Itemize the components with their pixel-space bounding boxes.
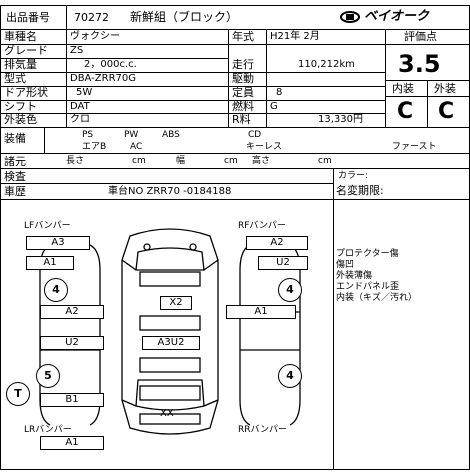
mark-left-rear-wheel: 5 bbox=[36, 364, 60, 388]
capacity-label: 定員 bbox=[232, 86, 254, 99]
equipment-label: 装備 bbox=[4, 132, 26, 145]
mark-lr-bumper: A1 bbox=[40, 436, 104, 450]
evaluation-label: 評価点 bbox=[404, 30, 437, 43]
auction-title: 新鮮組（ブロック） bbox=[130, 10, 239, 24]
equipment-keyless: キーレス bbox=[246, 142, 283, 152]
name-change-label: 名変期限: bbox=[336, 184, 384, 197]
equipment-ac: AC bbox=[130, 142, 143, 152]
mark-left-rear-door: U2 bbox=[40, 336, 104, 350]
fuel-label: 燃料 bbox=[232, 100, 254, 113]
lr-bumper-label: LRバンパー bbox=[24, 425, 72, 435]
car-color-label: カラー: bbox=[338, 171, 369, 181]
mark-roof: X2 bbox=[160, 296, 192, 310]
height-label: 高さ bbox=[252, 156, 271, 166]
equipment-ps: PS bbox=[82, 130, 94, 140]
mileage-value: 110,212km bbox=[298, 59, 355, 70]
inspection-label: 検査 bbox=[4, 170, 26, 183]
chassis-number: 車台NO ZRR70 -0184188 bbox=[108, 186, 232, 197]
equipment-pw: PW bbox=[124, 130, 139, 140]
evaluation-score: 3.5 bbox=[398, 50, 441, 78]
capacity-value: 8 bbox=[276, 87, 283, 98]
grade-label: グレード bbox=[4, 44, 48, 57]
width-unit: cm bbox=[224, 156, 238, 166]
shift-label: シフト bbox=[4, 100, 37, 113]
year-value: H21年 2月 bbox=[270, 31, 320, 42]
width-label: 幅 bbox=[176, 156, 186, 166]
displacement-label: 排気量 bbox=[4, 58, 37, 71]
grade-value: ZS bbox=[70, 45, 84, 56]
displacement-value: 2，000c.c. bbox=[84, 59, 137, 70]
dimensions-label: 諸元 bbox=[4, 155, 26, 168]
doors-label: ドア形状 bbox=[4, 86, 48, 99]
rf-bumper-label: RFバンパー bbox=[238, 221, 286, 231]
note-line-2: 傷凹 bbox=[336, 260, 355, 270]
interior-grade: C bbox=[397, 99, 414, 124]
mark-left-rear-corner: T bbox=[6, 382, 30, 406]
mark-lf-bumper: A3 bbox=[26, 236, 90, 250]
mark-right-front-wheel: 4 bbox=[278, 278, 302, 302]
mark-rf-bumper: A2 bbox=[246, 236, 308, 250]
exterior-label: 外装 bbox=[434, 82, 456, 95]
mark-right-front-fender: U2 bbox=[258, 256, 308, 270]
interior-label: 内装 bbox=[392, 82, 414, 95]
shift-value: DAT bbox=[70, 101, 90, 112]
note-line-5: 内装（キズ／汚れ） bbox=[336, 293, 418, 303]
mark-right-front-door: A1 bbox=[226, 305, 296, 319]
mark-center: A3U2 bbox=[142, 336, 200, 350]
mark-right-rear-wheel: 4 bbox=[278, 364, 302, 388]
equipment-airbag: エアB bbox=[82, 142, 107, 152]
height-unit: cm bbox=[318, 156, 332, 166]
type-value: DBA-ZRR70G bbox=[70, 73, 137, 84]
type-label: 型式 bbox=[4, 72, 26, 85]
mark-left-front-fender: A1 bbox=[26, 256, 74, 270]
exterior-grade: C bbox=[438, 99, 455, 124]
mark-left-front-wheel: 4 bbox=[44, 278, 68, 302]
note-line-3: 外装薄傷 bbox=[336, 271, 373, 281]
r-fee-value: 13,330円 bbox=[318, 114, 363, 125]
mark-left-quarter: B1 bbox=[40, 393, 104, 407]
history-label: 車歴 bbox=[4, 185, 26, 198]
rr-bumper-label: RRバンパー bbox=[238, 425, 287, 435]
mark-rear: XX bbox=[160, 408, 174, 419]
equipment-first: ファースト bbox=[392, 142, 437, 152]
color-value: クロ bbox=[70, 114, 90, 125]
model-value: ヴォクシー bbox=[70, 31, 120, 42]
year-label: 年式 bbox=[232, 30, 254, 43]
mark-left-front-door: A2 bbox=[40, 305, 104, 319]
length-label: 長さ bbox=[66, 156, 85, 166]
mileage-label: 走行 bbox=[232, 58, 254, 71]
drive-label: 駆動 bbox=[232, 72, 254, 85]
r-fee-label: R料 bbox=[232, 113, 251, 126]
doors-value: 5W bbox=[76, 87, 93, 98]
length-unit: cm bbox=[132, 156, 146, 166]
brand-logo-icon bbox=[340, 10, 360, 23]
note-line-4: エンドパネル歪 bbox=[336, 282, 400, 292]
lot-number: 70272 bbox=[74, 11, 109, 24]
lot-number-label: 出品番号 bbox=[6, 11, 50, 24]
color-label: 外装色 bbox=[4, 113, 37, 126]
note-line-1: プロテクター傷 bbox=[336, 249, 399, 259]
equipment-cd: CD bbox=[248, 130, 262, 140]
lf-bumper-label: LFバンパー bbox=[24, 221, 71, 231]
equipment-abs: ABS bbox=[162, 130, 180, 140]
model-label: 車種名 bbox=[4, 30, 37, 43]
fuel-value: G bbox=[270, 101, 278, 112]
brand-name: ベイオーク bbox=[364, 9, 430, 24]
